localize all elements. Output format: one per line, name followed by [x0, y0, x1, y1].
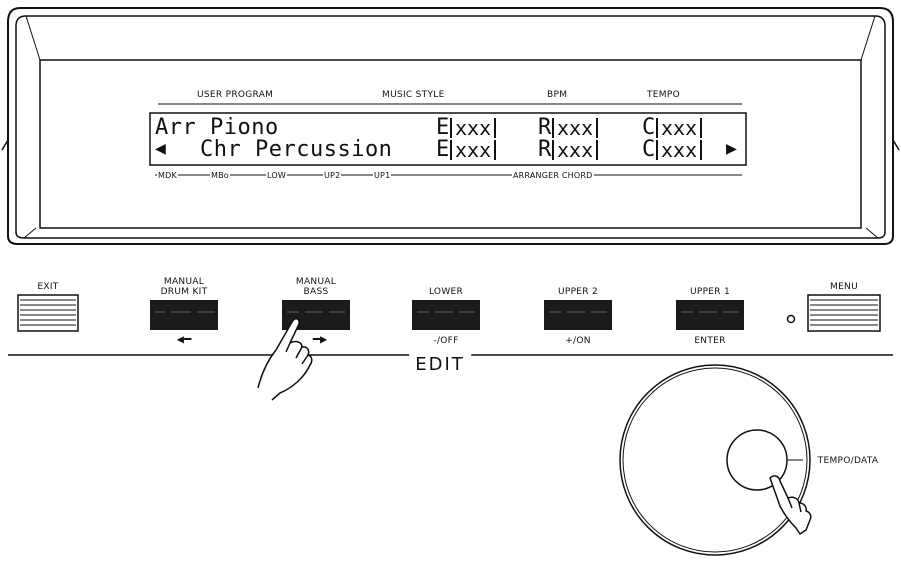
header-bpm: BPM [545, 90, 570, 100]
edit-section-label: EDIT [409, 354, 471, 375]
exit-button[interactable] [18, 295, 78, 331]
manual-bass-label-1: MANUAL [295, 277, 337, 287]
lcd-line1-e-label: E [436, 115, 450, 140]
menu-button-shape [807, 294, 881, 332]
pointing-hand-icon [257, 318, 313, 401]
dial-hand-icon [769, 475, 812, 535]
lcd-line1-r-label: R [538, 115, 552, 140]
upper2-button-shape [544, 300, 612, 330]
lcd-line2-r-label: R [538, 137, 552, 162]
tempo-data-knob[interactable] [727, 430, 787, 490]
upper2-button[interactable] [544, 300, 612, 330]
lower-button[interactable] [412, 300, 480, 330]
right-arrow-icon: ▶ [726, 138, 738, 159]
tempo-data-label: TEMPO/DATA [817, 456, 879, 466]
lcd-frame [149, 112, 747, 166]
upper1-sub-label: ENTER [694, 336, 726, 346]
footer-up1: UP1 [373, 171, 392, 180]
left-arrow-icon: ◀ [155, 138, 167, 159]
footer-up2: UP2 [323, 171, 342, 180]
upper1-button[interactable] [676, 300, 744, 330]
lcd-line2-c-label: C [642, 137, 656, 162]
lcd-line1-c-label: C [642, 115, 656, 140]
footer-low: LOW [266, 171, 287, 180]
lcd-line1-r-value: xxx [552, 118, 599, 138]
lcd-line2-name: Chr Percussion [200, 137, 393, 162]
manual-bass-label-2: BASS [303, 287, 329, 297]
header-user-program: USER PROGRAM [195, 90, 276, 100]
header-tempo: TEMPO [645, 90, 682, 100]
led-indicator-icon [786, 314, 796, 324]
lcd-line2-e-label: E [436, 137, 450, 162]
footer-arranger-chord: ARRANGER CHORD [512, 171, 594, 180]
menu-button[interactable] [808, 295, 880, 331]
manual-drum-kit-label-1: MANUAL [163, 277, 205, 287]
manual-drum-kit-label-2: DRUM KIT [160, 287, 208, 297]
upper2-label: UPPER 2 [557, 287, 599, 297]
tempo-data-dial [619, 364, 811, 556]
upper2-sub-label: +/ON [565, 336, 591, 346]
upper1-button-shape [676, 300, 744, 330]
header-music-style: MUSIC STYLE [380, 90, 447, 100]
lcd-line1-name: Arr Piono [155, 115, 279, 140]
menu-label: MENU [830, 282, 858, 292]
lcd-line1-e-value: xxx [450, 118, 497, 138]
exit-button-shape [17, 294, 79, 332]
manual-bass-button[interactable] [282, 300, 350, 330]
lcd-line2-e-value: xxx [450, 140, 497, 160]
lcd-line2-r-value: xxx [552, 140, 599, 160]
display-bezel [1, 7, 900, 245]
manual-drum-kit-button[interactable] [150, 300, 218, 330]
manual-drum-kit-button-shape [150, 300, 218, 330]
left-arrow-icon: ◀━ [176, 332, 192, 346]
exit-label: EXIT [37, 282, 59, 292]
lcd-line1-c-value: xxx [656, 118, 703, 138]
footer-mbo: MBo [210, 171, 230, 180]
lower-button-shape [412, 300, 480, 330]
footer-mdk: MDK [157, 171, 178, 180]
lower-sub-label: -/OFF [433, 336, 459, 346]
right-arrow-icon: ━▶ [312, 332, 328, 346]
upper1-label: UPPER 1 [689, 287, 731, 297]
lower-label: LOWER [428, 287, 464, 297]
lcd-line2-c-value: xxx [656, 140, 703, 160]
